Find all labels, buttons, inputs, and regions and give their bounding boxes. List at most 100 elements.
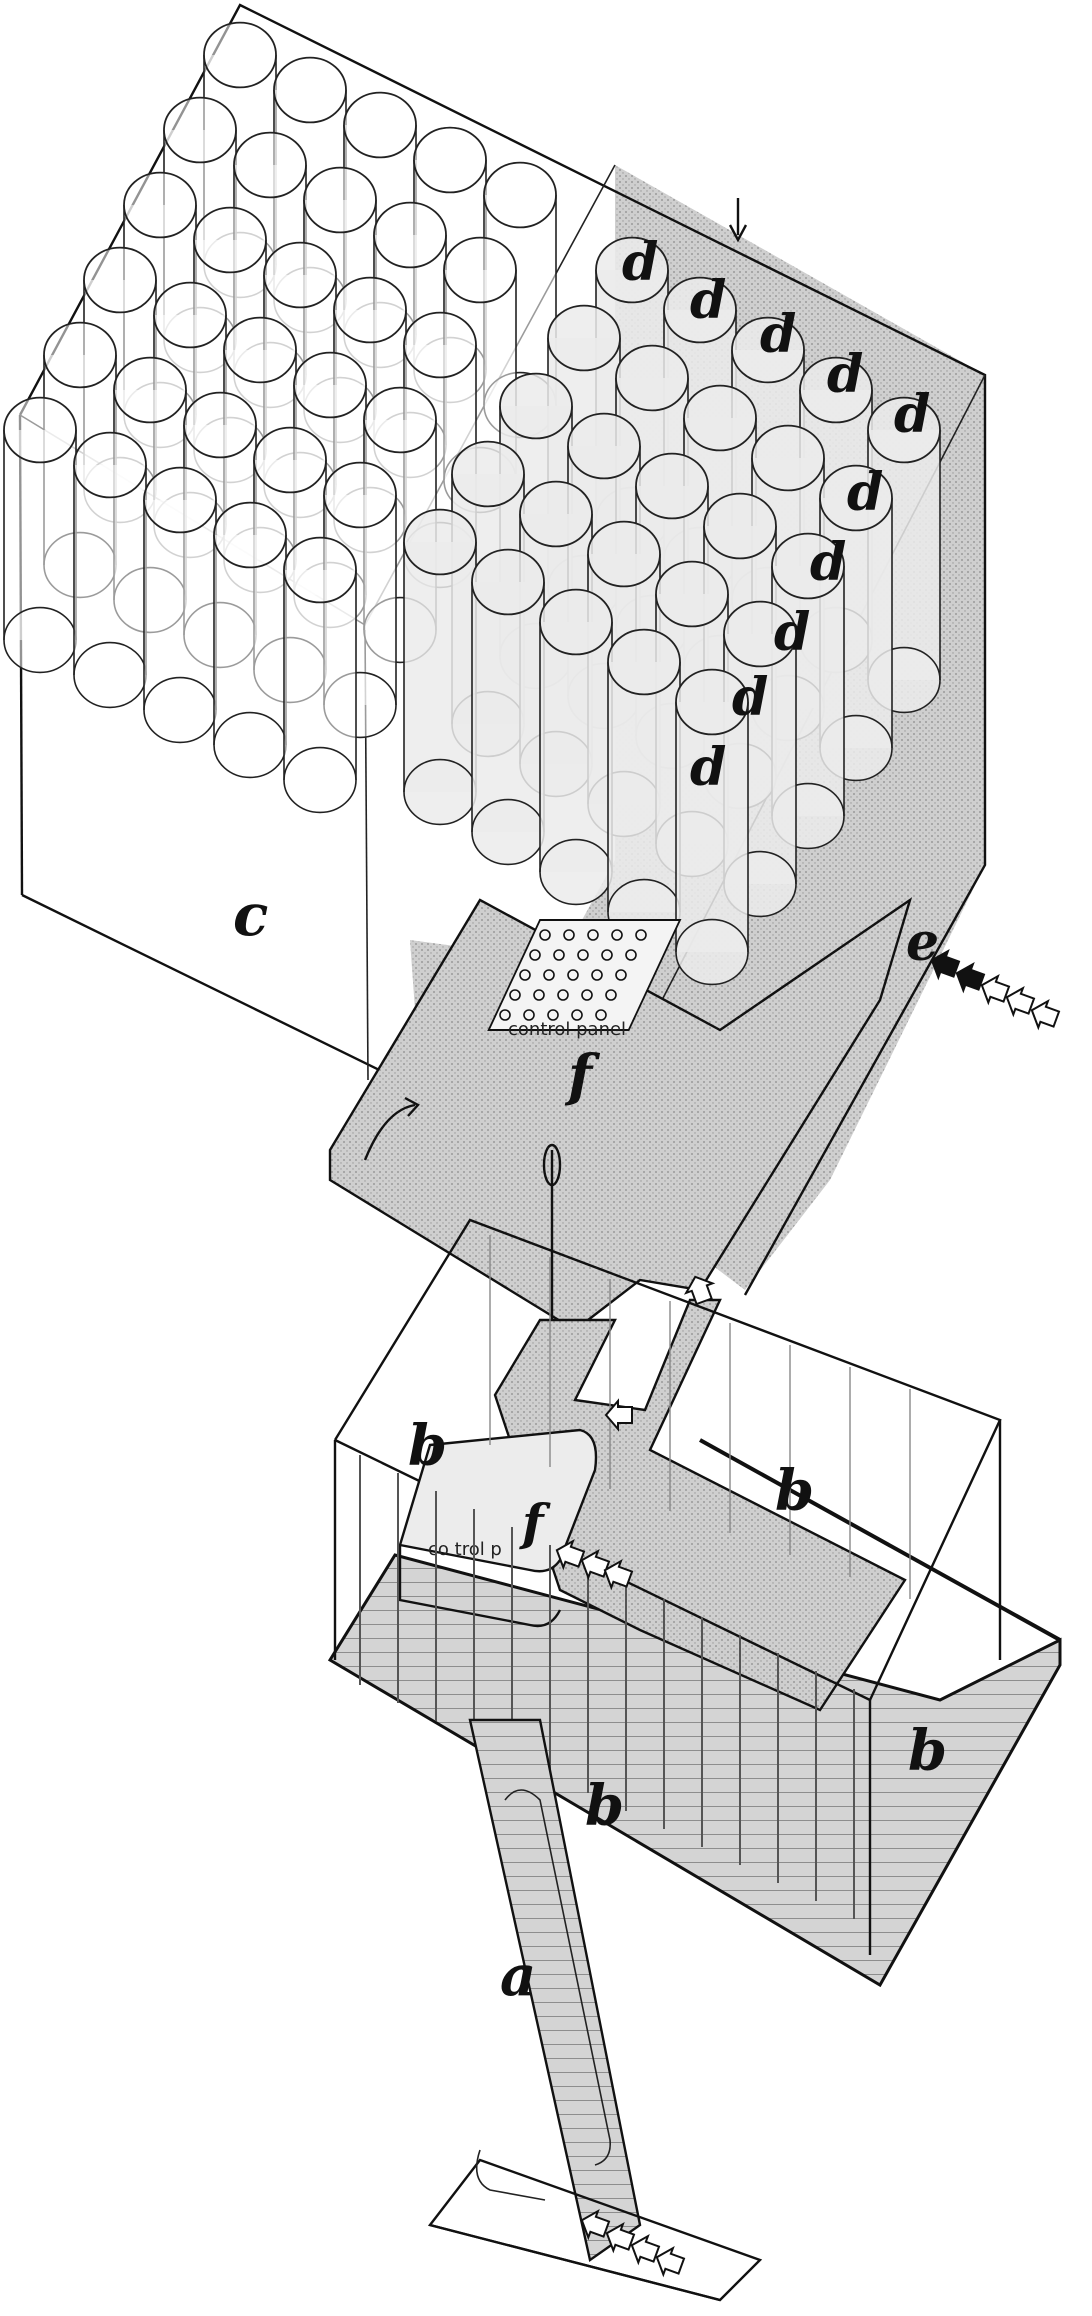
cylinder-top — [83, 246, 157, 314]
cylinder-top — [547, 304, 621, 372]
cylinder-top — [635, 452, 709, 520]
cylinder-top — [567, 412, 641, 480]
panel-button — [635, 929, 647, 941]
control-panel-label: control panel — [508, 1019, 626, 1040]
cylinder-top — [3, 396, 77, 464]
cylinder-top — [363, 386, 437, 454]
empty-cylinder — [283, 536, 357, 814]
filled-cylinder — [607, 628, 681, 946]
cylinder-top — [703, 492, 777, 560]
cylinder-body — [214, 535, 286, 745]
shaft-rail — [504, 1789, 612, 2166]
flow-arrow-icon — [630, 2233, 661, 2266]
cylinder-top — [293, 351, 367, 419]
cylinder-body — [404, 542, 476, 792]
cylinder-top — [193, 206, 267, 274]
cylinder-top — [731, 316, 805, 384]
cylinder-top — [771, 532, 845, 600]
flow-arrows — [555, 948, 1061, 2278]
label-d: d — [774, 602, 810, 663]
arrow-shape — [555, 1538, 586, 1571]
cylinder-top — [273, 56, 347, 124]
cylinder-top — [373, 201, 447, 269]
cylinder-top — [799, 356, 873, 424]
cylinder-body — [540, 622, 612, 872]
flow-arrow-icon — [655, 2245, 686, 2278]
cylinder-top — [471, 548, 545, 616]
cylinder-top — [499, 372, 573, 440]
label-a: a — [500, 1943, 536, 2009]
cylinder-bottom — [471, 798, 545, 866]
lift-shaft — [427, 1718, 763, 2302]
label-d: d — [894, 384, 930, 445]
label-b-front: b — [585, 1773, 624, 1839]
room-top-outline — [333, 1218, 1002, 1701]
curved-arrow-icon — [363, 1103, 416, 1161]
control-panel-buttons — [499, 929, 647, 1021]
cylinder-top — [223, 316, 297, 384]
label-b-left: b — [408, 1413, 447, 1479]
cylinder-top — [403, 311, 477, 379]
panel-button — [523, 1009, 535, 1021]
label-d: d — [847, 462, 883, 523]
cylinder-top — [607, 628, 681, 696]
cylinder-top — [333, 276, 407, 344]
flow-arrow-icon — [1005, 985, 1036, 1018]
flow-arrow-icon — [605, 2221, 636, 2254]
arrow-shape — [605, 2221, 636, 2254]
label-d: d — [760, 304, 796, 365]
arrow-head-icon — [728, 224, 748, 243]
cylinder-top — [615, 344, 689, 412]
cylinder-top — [43, 321, 117, 389]
panel-button — [591, 969, 603, 981]
cylinder-top — [283, 536, 357, 604]
cylinder-grid-empty — [3, 21, 557, 814]
cylinder-top — [203, 21, 277, 89]
cylinder-top — [153, 281, 227, 349]
cylinder-top — [183, 391, 257, 459]
cylinder-top — [303, 166, 377, 234]
cylinder-bottom — [675, 918, 749, 986]
cylinder-top — [483, 161, 557, 229]
cylinder-top — [143, 466, 217, 534]
panel-button — [625, 949, 637, 961]
console-panel-label: co trol p — [428, 1539, 502, 1560]
cylinder-top — [519, 480, 593, 548]
cylinder-top — [123, 171, 197, 239]
arrow-shape — [630, 2233, 661, 2266]
cylinder-body — [676, 702, 748, 952]
panel-button — [587, 929, 599, 941]
shaft-base-edge — [429, 2223, 721, 2302]
cylinder-top — [253, 426, 327, 494]
cylinder-top — [723, 600, 797, 668]
cylinder-bottom — [3, 606, 77, 674]
flow-arrow-icon — [683, 1275, 716, 1306]
cylinder-top — [451, 440, 525, 508]
curved-arrow-head-icon — [404, 1096, 420, 1117]
room-beam — [699, 1438, 1061, 1642]
empty-cylinder — [73, 431, 147, 709]
label-d: d — [732, 667, 768, 728]
flow-arrow-icon — [604, 1398, 633, 1432]
control-panel — [487, 919, 682, 1031]
panel-button — [557, 989, 569, 1001]
cylinder-top — [113, 356, 187, 424]
panel-button — [567, 969, 579, 981]
cylinder-top — [751, 424, 825, 492]
panel-button — [601, 949, 613, 961]
arrow-shape — [580, 2208, 611, 2241]
cylinder-top — [263, 241, 337, 309]
label-b-right: b — [775, 1458, 814, 1524]
label-e: e — [906, 912, 939, 973]
flow-arrow-icon — [930, 948, 961, 981]
panel-button — [605, 989, 617, 1001]
cylinder-top — [683, 384, 757, 452]
panel-button — [539, 929, 551, 941]
cylinder-top — [819, 464, 893, 532]
panel-button — [499, 1009, 511, 1021]
arrow-shape — [604, 1398, 633, 1432]
label-d: d — [827, 344, 863, 405]
flow-arrow-icon — [580, 2208, 611, 2241]
